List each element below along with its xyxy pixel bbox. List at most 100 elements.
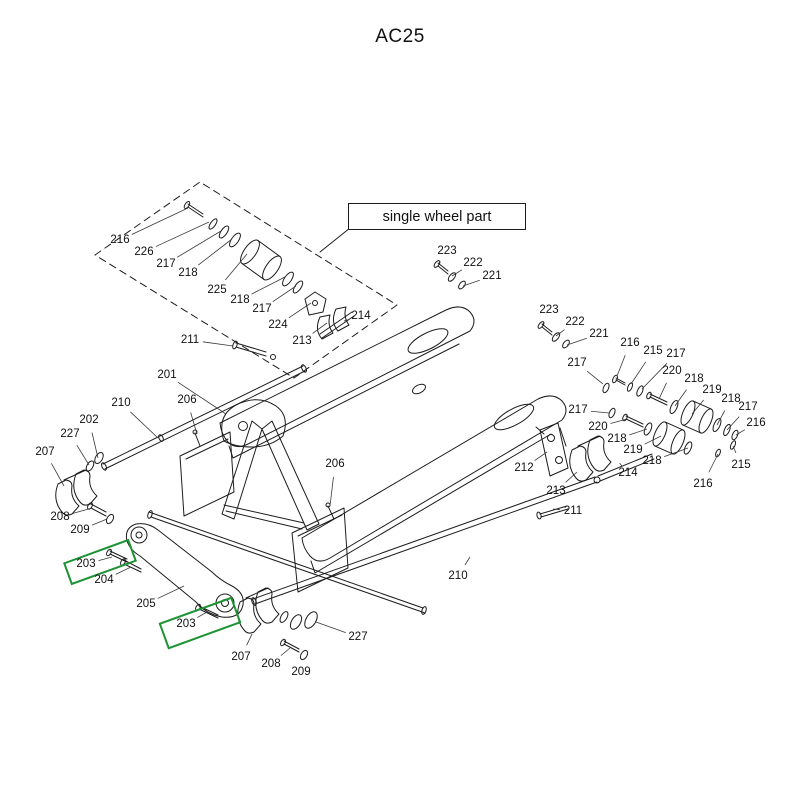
leader-line xyxy=(197,611,208,618)
leader-line xyxy=(619,462,623,467)
part-label: 217 xyxy=(666,348,686,360)
leader-line xyxy=(464,556,471,566)
leader-line xyxy=(72,507,93,514)
front-wheel-assembly-left xyxy=(55,452,115,525)
leader-line xyxy=(664,447,689,457)
bolt-stack-2 xyxy=(537,321,570,349)
part-label: 222 xyxy=(565,316,585,328)
part-label: 217 xyxy=(738,401,758,413)
part-label: 227 xyxy=(60,428,80,440)
part-label: 214 xyxy=(618,467,638,479)
leader-line xyxy=(708,453,719,473)
part-label: 216 xyxy=(746,417,766,429)
part-label: 209 xyxy=(70,524,90,536)
part-label: 207 xyxy=(35,446,55,458)
part-label: 219 xyxy=(623,444,643,456)
leader-line xyxy=(641,363,668,390)
leader-line xyxy=(176,230,222,258)
part-label: 223 xyxy=(437,245,457,257)
leader-line xyxy=(674,389,687,407)
leader-line xyxy=(644,435,662,445)
part-label: 211 xyxy=(180,334,200,346)
part-label: 205 xyxy=(136,598,156,610)
part-label: 203 xyxy=(76,558,96,570)
part-label: 227 xyxy=(348,631,368,643)
leader-line xyxy=(534,451,548,461)
leader-line xyxy=(131,207,189,235)
leader-line xyxy=(726,416,740,431)
leader-line xyxy=(555,329,565,337)
part-label: 219 xyxy=(702,384,722,396)
leader-line xyxy=(130,411,159,439)
leader-line xyxy=(190,412,198,435)
part-label: 226 xyxy=(134,246,154,258)
leader-line xyxy=(542,321,545,325)
rear-wheel-exploded xyxy=(597,374,739,482)
part-label: 204 xyxy=(94,574,114,586)
leader-line xyxy=(115,566,132,575)
leader-line xyxy=(202,341,234,347)
part-label: 216 xyxy=(693,478,713,490)
leader-line xyxy=(462,279,480,287)
single-wheel-part-label: single wheel part xyxy=(382,208,492,225)
part-label: 223 xyxy=(539,304,559,316)
leader-line xyxy=(329,476,334,507)
part-label: 206 xyxy=(325,458,345,470)
leader-line xyxy=(566,337,587,346)
leader-line xyxy=(691,399,704,415)
part-label: 210 xyxy=(111,397,131,409)
part-label: 218 xyxy=(721,393,741,405)
callout-leader-line xyxy=(319,227,351,253)
part-label: 221 xyxy=(482,270,502,282)
part-label: 213 xyxy=(546,485,566,497)
part-label: 217 xyxy=(252,303,272,315)
rear-linkage xyxy=(535,422,612,520)
part-label: 217 xyxy=(156,258,176,270)
part-label: 218 xyxy=(178,267,198,279)
part-label: 218 xyxy=(642,455,662,467)
leader-line xyxy=(630,361,647,385)
part-label: 208 xyxy=(261,658,281,670)
part-label: 202 xyxy=(79,414,99,426)
leader-line xyxy=(716,410,726,426)
bolt-stack-1 xyxy=(433,260,466,290)
part-label: 211 xyxy=(563,505,583,517)
fork-lower xyxy=(301,395,567,574)
part-label: 213 xyxy=(292,335,312,347)
leader-line xyxy=(732,445,737,454)
fork-upper xyxy=(219,306,475,459)
single-wheel-part-callout: single wheel part xyxy=(348,203,526,230)
leader-line xyxy=(272,285,297,303)
leader-line xyxy=(198,238,233,266)
dashed-boundary xyxy=(94,181,398,379)
part-label: 220 xyxy=(588,421,608,433)
leader-line xyxy=(343,319,349,322)
leader-line xyxy=(98,556,113,562)
pump-carriage xyxy=(179,399,349,593)
part-label: 208 xyxy=(50,511,70,523)
part-label: 218 xyxy=(230,294,250,306)
leader-line xyxy=(280,647,291,656)
leader-line xyxy=(552,508,561,511)
leader-line xyxy=(315,621,346,634)
part-label: 218 xyxy=(684,373,704,385)
part-label: 222 xyxy=(463,257,483,269)
leader-line xyxy=(438,261,441,264)
part-label: 206 xyxy=(177,394,197,406)
part-label: 212 xyxy=(514,462,534,474)
leader-line xyxy=(91,432,99,459)
leader-line xyxy=(658,382,667,400)
part-label: 210 xyxy=(448,570,468,582)
bell-crank xyxy=(106,523,244,619)
leader-line xyxy=(91,518,108,526)
front-wheel-assembly-bottom xyxy=(237,587,318,661)
leader-line xyxy=(616,354,626,377)
part-label: 209 xyxy=(291,666,311,678)
part-label: 216 xyxy=(110,234,130,246)
leader-line xyxy=(76,444,90,466)
leader-line xyxy=(251,276,286,295)
leader-line xyxy=(610,418,628,424)
